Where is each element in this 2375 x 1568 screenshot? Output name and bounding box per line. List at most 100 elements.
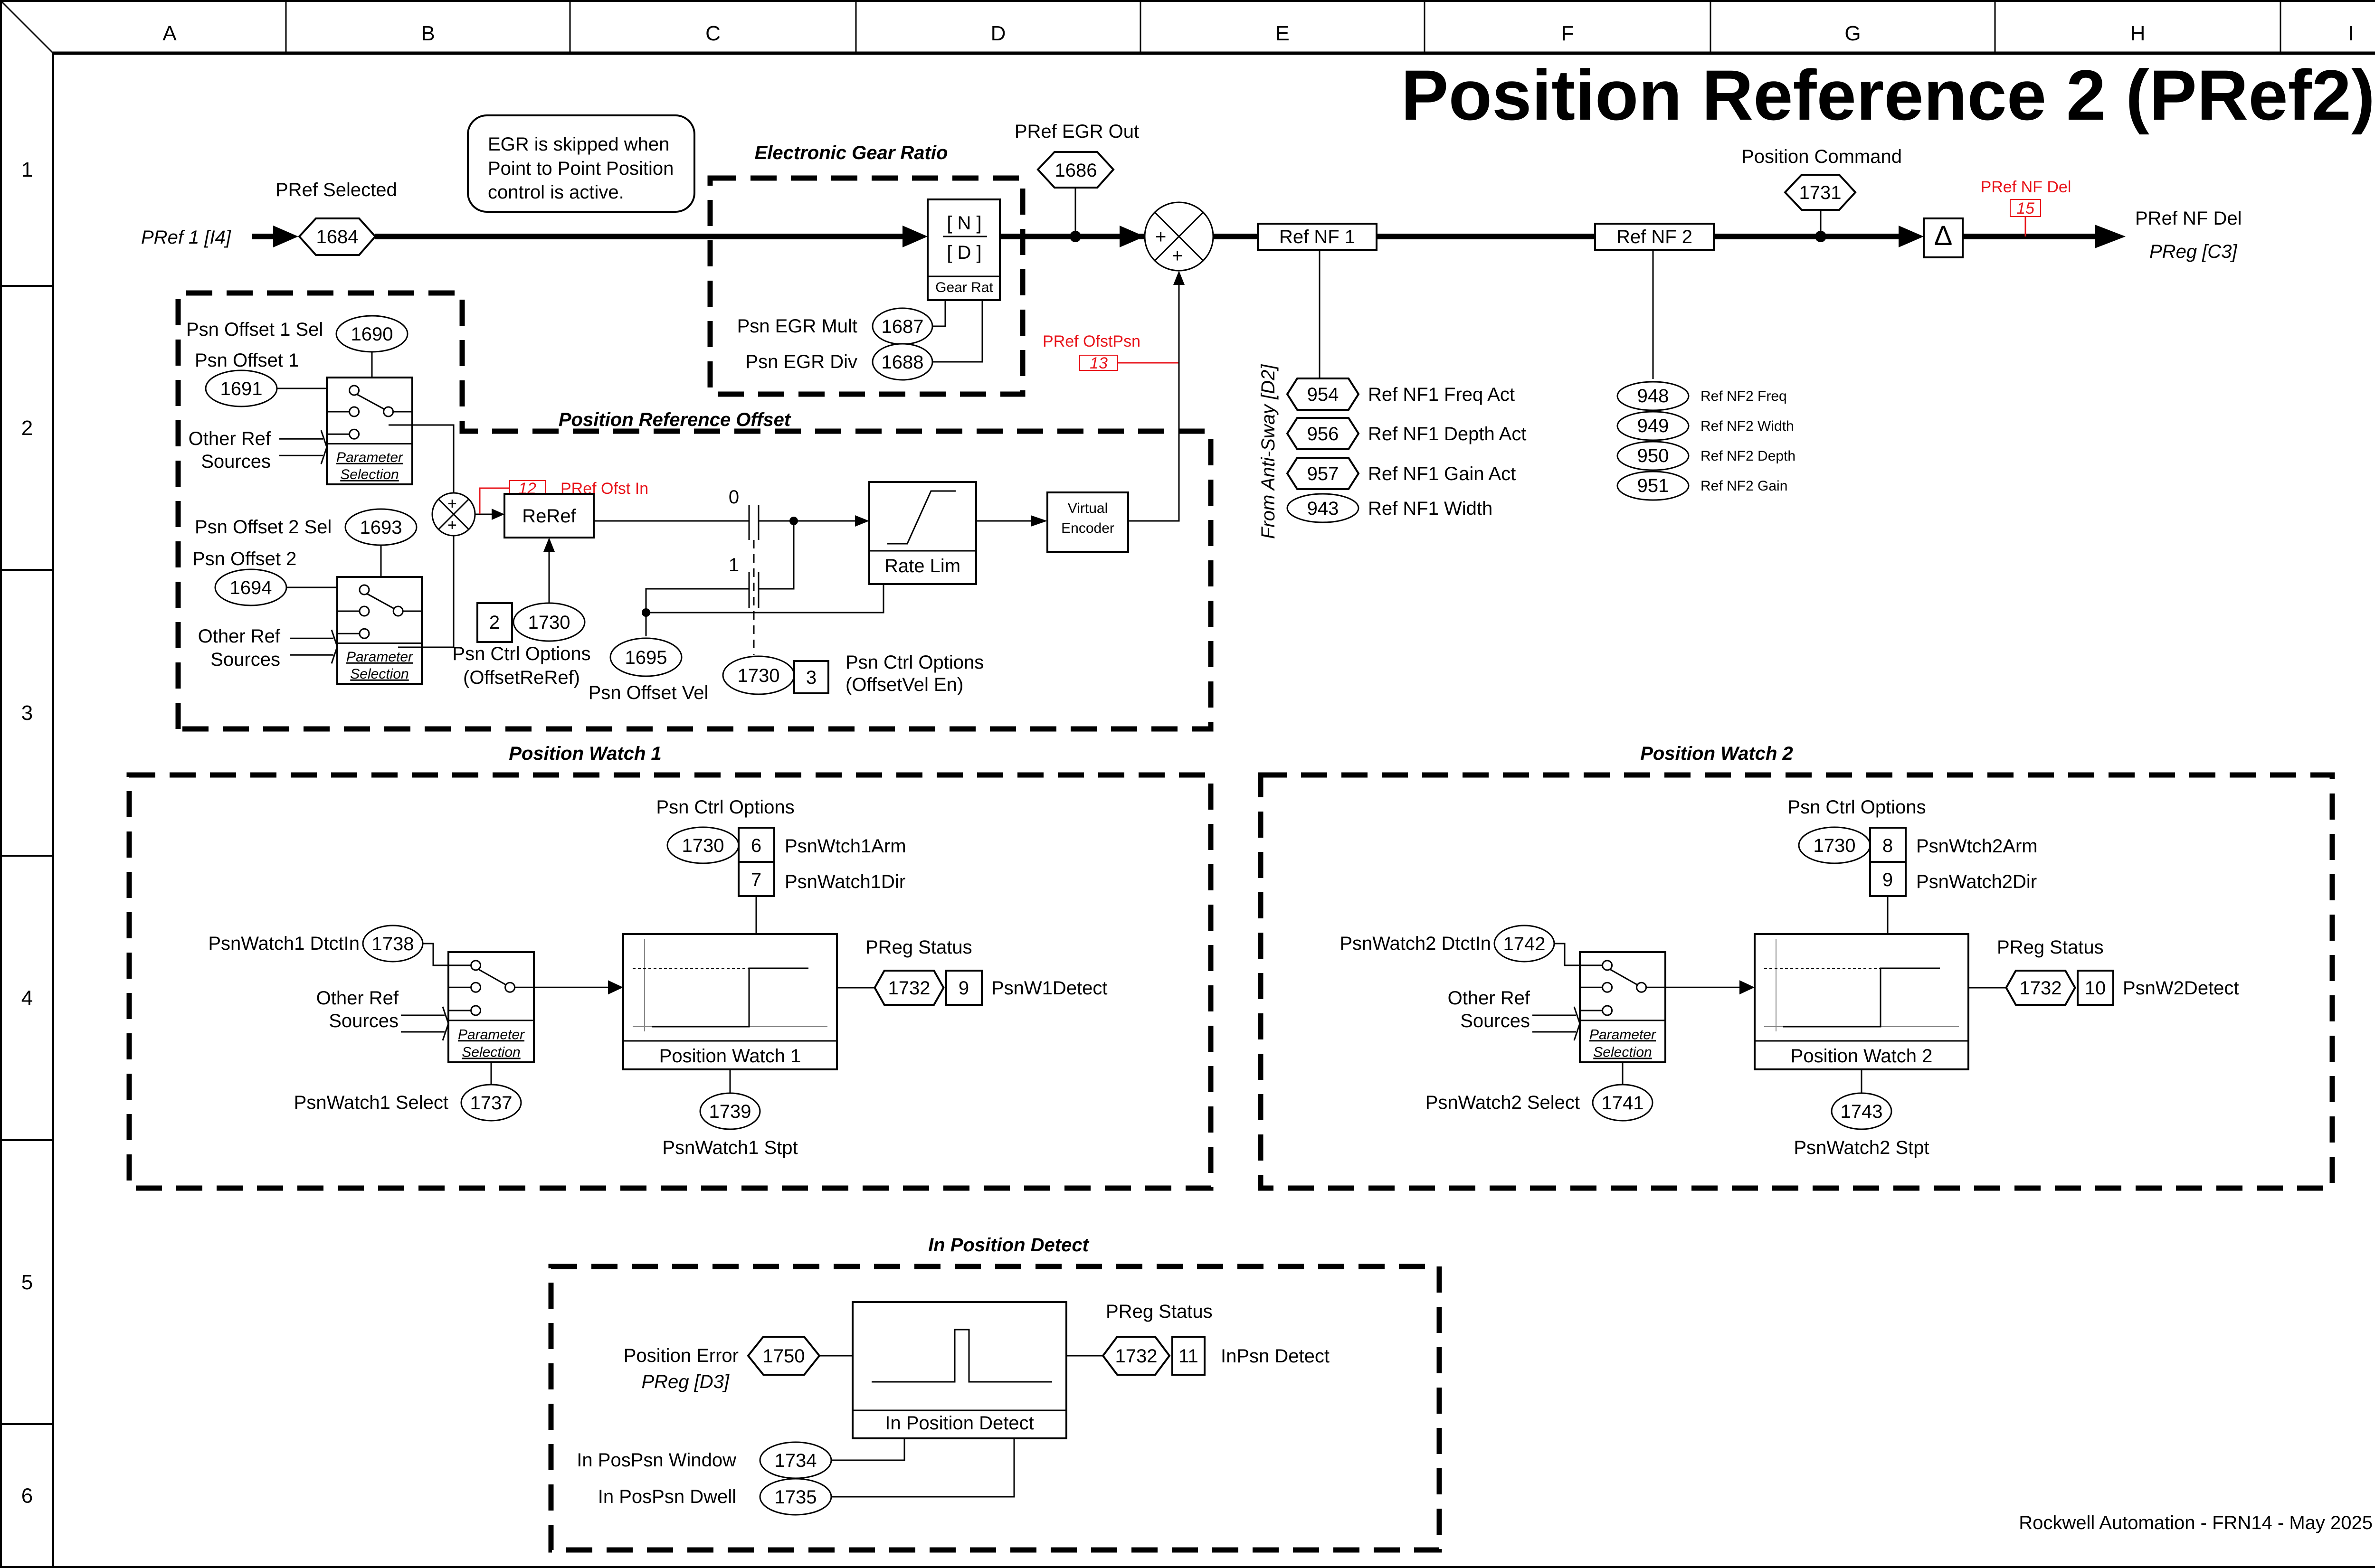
inpos-status-param[interactable]: 1732 xyxy=(1102,1336,1171,1376)
pref-selected-param[interactable]: 1684 xyxy=(298,217,377,256)
watch-ctrl-param[interactable]: 1730 xyxy=(1798,826,1871,864)
watch-dir-bit[interactable]: 7 xyxy=(738,861,775,897)
row-label: 1 xyxy=(21,158,33,181)
watch-status-param[interactable]: 1732 xyxy=(874,970,945,1006)
note-line-2: Point to Point Position xyxy=(488,158,674,179)
param-1730: 1730 xyxy=(1814,835,1856,856)
param-sel-label: Selection xyxy=(340,467,399,482)
watch-select-param[interactable]: 1737 xyxy=(460,1084,522,1122)
ofst1-sel-param[interactable]: 1690 xyxy=(335,315,408,353)
bit-6: 6 xyxy=(751,835,761,856)
param-1731: 1731 xyxy=(1799,182,1842,203)
ref-nf1-block[interactable]: Ref NF 1 xyxy=(1257,223,1378,251)
inpos-block-label: In Position Detect xyxy=(885,1413,1034,1434)
param-943: 943 xyxy=(1307,498,1339,519)
other-ref-label: Other Ref xyxy=(316,988,399,1009)
position-watch-block[interactable]: Position Watch 1 xyxy=(622,933,838,1070)
inpos-status-bit[interactable]: 11 xyxy=(1171,1336,1206,1376)
ref-nf2-param-label: Ref NF2 Depth xyxy=(1700,448,1796,464)
watch-dtct-param[interactable]: 1742 xyxy=(1493,925,1555,963)
from-anti-sway-label[interactable]: From Anti-Sway [D2] xyxy=(1258,364,1279,539)
input-arrow xyxy=(273,226,298,247)
ofst1-param[interactable]: 1691 xyxy=(205,369,278,407)
virtual-encoder-block[interactable]: Virtual Encoder xyxy=(1046,491,1129,553)
delta-block[interactable]: Δ xyxy=(1923,217,1964,258)
velen-bit[interactable]: 3 xyxy=(793,660,829,694)
test-point-13: 13 xyxy=(1090,354,1108,372)
watch-dtct-param[interactable]: 1738 xyxy=(362,925,424,963)
reref-bit[interactable]: 2 xyxy=(476,602,513,643)
watch-status-param[interactable]: 1732 xyxy=(2005,970,2076,1006)
bit-2: 2 xyxy=(489,612,500,633)
preg-status-label: PReg Status xyxy=(1106,1301,1213,1322)
ref-nf1-param-label: Ref NF1 Depth Act xyxy=(1368,424,1526,444)
bit-9: 9 xyxy=(1882,869,1893,890)
denominator-label: [ D ] xyxy=(947,242,981,263)
egr-out-param[interactable]: 1686 xyxy=(1036,151,1115,189)
ref-nf1-param-label: Ref NF1 Gain Act xyxy=(1368,463,1516,484)
watch-arm-bit[interactable]: 6 xyxy=(738,827,775,863)
watch-section-title: Position Watch 2 xyxy=(1640,743,1793,764)
watch-status-bit[interactable]: 9 xyxy=(945,970,983,1006)
inpos-dwell-param[interactable]: 1735 xyxy=(759,1478,832,1516)
egr-div-param[interactable]: 1688 xyxy=(872,343,933,381)
gear-ratio-block[interactable]: [ N ] [ D ] Gear Rat xyxy=(927,198,1001,301)
rate-limiter-block[interactable]: Rate Lim xyxy=(868,481,977,585)
ofst2-sel-param[interactable]: 1693 xyxy=(344,508,418,546)
watch-select-param[interactable]: 1741 xyxy=(1592,1084,1653,1122)
ofst-psn-test-point[interactable]: PRef OfstPsn 13 xyxy=(1043,332,1179,372)
watch-ctrl-param[interactable]: 1730 xyxy=(666,826,740,864)
ref-nf2-block[interactable]: Ref NF 2 xyxy=(1594,223,1715,251)
egr-mult-param[interactable]: 1687 xyxy=(872,307,933,345)
column-label: I xyxy=(2348,22,2354,45)
param-1732: 1732 xyxy=(1115,1346,1158,1367)
watch-dir-bit[interactable]: 9 xyxy=(1869,861,1907,897)
position-error-param[interactable]: 1750 xyxy=(747,1336,821,1376)
position-error-ref[interactable]: PReg [D3] xyxy=(641,1371,729,1392)
reref-param[interactable]: 1730 xyxy=(513,602,586,642)
param-950: 950 xyxy=(1637,445,1669,466)
param-1730: 1730 xyxy=(682,835,724,856)
output-ref-link[interactable]: PReg [C3] xyxy=(2149,241,2237,262)
param-1690: 1690 xyxy=(351,324,393,345)
watch-status-bit[interactable]: 10 xyxy=(2077,970,2114,1006)
position-watch-block-label: Position Watch 2 xyxy=(1791,1046,1933,1067)
watch-select-label: PsnWatch2 Select xyxy=(1425,1092,1580,1113)
velen-param[interactable]: 1730 xyxy=(722,655,795,695)
position-watch-block[interactable]: Position Watch 2 xyxy=(1754,933,1969,1070)
ofst-vel-param[interactable]: 1695 xyxy=(609,637,683,677)
watch-arm-bit[interactable]: 8 xyxy=(1869,827,1907,863)
ref-nf1-param-label: Ref NF1 Freq Act xyxy=(1368,384,1515,405)
in-position-detect-block[interactable]: In Position Detect xyxy=(852,1301,1067,1439)
reref-block[interactable]: ReRef xyxy=(504,493,595,538)
watch-stpt-param[interactable]: 1739 xyxy=(699,1092,761,1130)
ofst2-param[interactable]: 1694 xyxy=(214,568,287,606)
watch-stpt-param[interactable]: 1743 xyxy=(1831,1092,1892,1130)
position-command-param[interactable]: 1731 xyxy=(1784,174,1857,211)
inpos-section-title: In Position Detect xyxy=(928,1235,1089,1256)
contact-0-label: 0 xyxy=(729,487,739,508)
ref-nf1-label: Ref NF 1 xyxy=(1279,227,1355,247)
ref-nf2-param-item[interactable]: 950 Ref NF2 Depth xyxy=(1616,441,1796,471)
inpsn-detect-label: InPsn Detect xyxy=(1221,1346,1330,1367)
nf-del-test-point[interactable]: 15 xyxy=(2010,199,2041,217)
param-sel-label: Parameter xyxy=(336,450,403,465)
position-error-label: Position Error xyxy=(624,1345,739,1366)
param-sel-label: Parameter xyxy=(346,649,413,665)
param-1742: 1742 xyxy=(1503,934,1546,954)
inpos-window-param[interactable]: 1734 xyxy=(759,1441,832,1479)
rate-lim-label: Rate Lim xyxy=(884,556,960,576)
note-line-1: EGR is skipped when xyxy=(488,134,669,155)
